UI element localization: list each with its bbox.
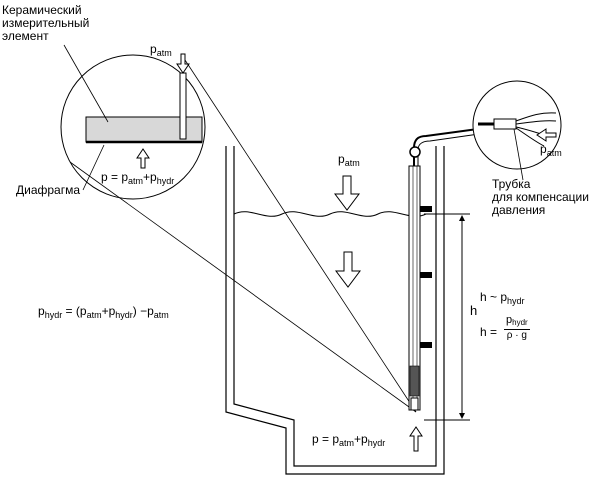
p-atm-right-inset: patm xyxy=(540,142,562,160)
p-bottom-mid: +p xyxy=(354,432,368,446)
liquid-surface xyxy=(233,211,436,217)
pressure-arrow-left-inset-right xyxy=(536,128,557,142)
p-hydr-eq-a: p xyxy=(38,304,45,318)
tube-label-line2: для компенсации xyxy=(492,190,589,204)
ceramic-element-block xyxy=(85,72,203,144)
pressure-arrow-down-inset xyxy=(176,53,190,74)
height-label: h xyxy=(470,303,478,318)
p-hydr-eq-s1: hydr xyxy=(44,310,63,320)
p-atm-tank: patm xyxy=(338,152,360,170)
h-prop-s1: hydr xyxy=(507,296,525,306)
h-equation-fraction: phydr ρ · g xyxy=(504,314,530,342)
p-hydr-eq-d: ) −p xyxy=(132,304,154,318)
bottom-pressure-arrow-up xyxy=(409,426,423,452)
liquid-pressure-arrow xyxy=(335,251,361,288)
p-hydr-eq-s2: atm xyxy=(86,310,102,320)
ceramic-label-line2: измерительный xyxy=(2,16,90,30)
p-hydr-eq-b: = (p xyxy=(62,304,87,318)
p-hydr-equation: phydr = (patm+phydr) −patm xyxy=(38,304,169,322)
p-atm-right-base: p xyxy=(540,142,547,156)
p-atm-inset-base: p xyxy=(150,42,157,56)
p-inset-mid: +p xyxy=(143,170,157,184)
h-equation: h = xyxy=(480,325,497,339)
sensor-cable xyxy=(409,125,501,166)
p-atm-inset-sub: atm xyxy=(156,48,172,58)
p-formula-bottom: p = patm+phydr xyxy=(312,432,385,450)
h-eq-denominator: ρ · g xyxy=(506,330,527,341)
p-atm-inset: patm xyxy=(150,42,172,60)
magnifier-inset-right xyxy=(472,80,562,170)
ceramic-element-label: Керамический измерительный элемент xyxy=(2,4,89,43)
sensor-probe xyxy=(408,165,432,411)
tube-label-line1: Трубка xyxy=(492,177,531,191)
h-proportional: h ~ phydr xyxy=(480,290,525,308)
p-bottom-pre: p = p xyxy=(312,432,340,446)
p-formula-inset: p = patm+phydr xyxy=(101,170,174,188)
height-dimension xyxy=(424,213,470,421)
tank-outline xyxy=(225,146,445,475)
p-atm-tank-sub: atm xyxy=(344,158,360,168)
ceramic-label-leader xyxy=(63,44,109,123)
tube-label-leader xyxy=(513,128,524,181)
h-eq-numerator: phydr xyxy=(504,314,530,330)
p-inset-sub2: hydr xyxy=(156,176,175,186)
h-prop-a: h ~ p xyxy=(480,290,508,304)
h-eq-lhs: h = xyxy=(480,325,498,339)
zoom-line-bottom xyxy=(69,161,417,413)
p-hydr-eq-s4: atm xyxy=(153,310,169,320)
tube-label-line3: давления xyxy=(492,203,546,217)
zoom-line-top xyxy=(184,59,417,413)
h-eq-num-sub: hydr xyxy=(512,318,528,327)
diaphragm-label: Диафрагма xyxy=(16,183,81,197)
pressure-arrow-up-inset xyxy=(136,148,150,169)
p-bottom-sub2: hydr xyxy=(367,438,386,448)
ceramic-label-line1: Керамический xyxy=(2,3,82,17)
p-inset-sub1: atm xyxy=(128,176,144,186)
diaphragm-label-leader xyxy=(82,144,105,191)
p-hydr-eq-s3: hydr xyxy=(115,310,133,320)
tube-label: Трубка для компенсации давления xyxy=(492,178,589,217)
p-inset-pre: p = p xyxy=(101,170,129,184)
p-atm-right-sub: atm xyxy=(546,148,562,158)
atm-pressure-arrow-tank xyxy=(334,175,360,211)
h-eq-num-base: p xyxy=(506,314,513,326)
ceramic-label-line3: элемент xyxy=(2,29,49,43)
p-hydr-eq-c: +p xyxy=(101,304,116,318)
p-bottom-sub1: atm xyxy=(339,438,355,448)
cable-end-detail xyxy=(478,112,557,147)
p-atm-tank-base: p xyxy=(338,152,345,166)
